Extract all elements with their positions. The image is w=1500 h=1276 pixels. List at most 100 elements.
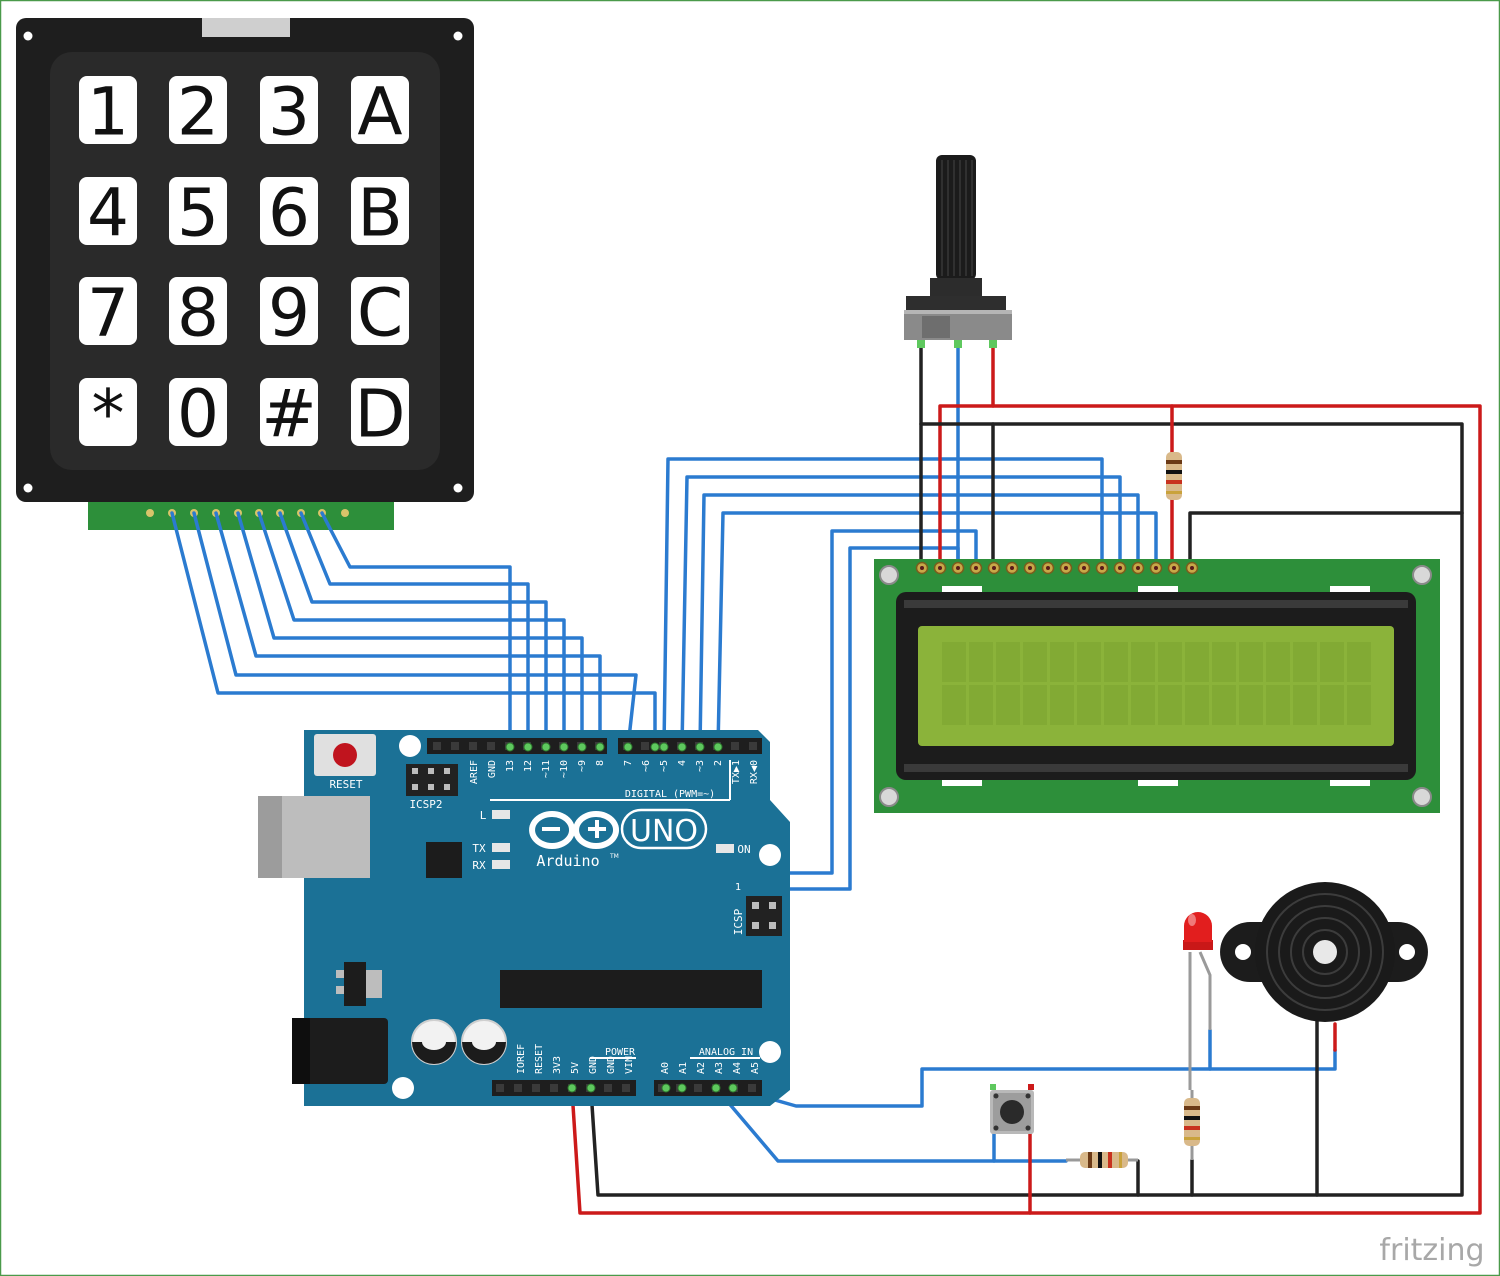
power-pin-label: RESET <box>534 1044 545 1074</box>
digital-pin-label: 13 <box>505 760 516 772</box>
lcd-cell <box>969 685 993 725</box>
keypad-key[interactable]: 1 <box>79 74 137 151</box>
potentiometer <box>904 155 1012 348</box>
keypad-mount-hole <box>23 483 33 493</box>
keypad-key-cap <box>169 277 227 345</box>
red-led <box>1183 912 1213 1090</box>
lcd-cell <box>1050 642 1074 682</box>
wires <box>170 343 1482 1215</box>
keypad-key-label: * <box>92 376 125 453</box>
icsp-header <box>746 896 782 936</box>
wire-endpoints <box>505 742 738 1093</box>
pin-connection <box>523 742 533 752</box>
trademark-label: TM <box>609 853 619 860</box>
lcd-cell <box>1266 685 1290 725</box>
keypad-key-cap <box>260 378 318 446</box>
keypad-key-cap <box>79 277 137 345</box>
digital-pin-label: ~10 <box>559 760 570 778</box>
keypad-key[interactable]: 4 <box>79 175 137 252</box>
digital-header-low <box>618 738 762 754</box>
lcd-cell <box>1023 685 1047 725</box>
lcd-cell <box>969 642 993 682</box>
keypad-mount-hole <box>453 483 463 493</box>
keypad-key[interactable]: 2 <box>169 74 227 151</box>
analog-pin-label: A2 <box>696 1062 707 1074</box>
digital-pin-label: AREF <box>469 760 480 784</box>
lcd-cell <box>1158 642 1182 682</box>
keypad-key-cap <box>79 378 137 446</box>
keypad-mount-hole <box>23 31 33 41</box>
icsp2-label: ICSP2 <box>409 798 442 811</box>
keypad-key-cap <box>169 76 227 144</box>
push-button <box>990 1084 1034 1134</box>
digital-pin-label: 2 <box>713 760 724 766</box>
lcd-cell <box>1266 642 1290 682</box>
digital-pin <box>469 742 477 750</box>
analog-pin <box>694 1084 702 1092</box>
keypad-key[interactable]: 8 <box>169 275 227 352</box>
pin-connection <box>567 1083 577 1093</box>
analog-pin-label: A0 <box>660 1062 671 1074</box>
lcd-cell <box>1212 685 1236 725</box>
keypad-key-label: 6 <box>268 175 310 252</box>
keypad-key-cap <box>351 277 409 345</box>
lcd-cell <box>1158 685 1182 725</box>
led-rx-label: RX <box>472 859 486 872</box>
power-pin-label: GND <box>588 1056 599 1074</box>
dc-jack <box>292 1018 388 1084</box>
power-header <box>492 1080 636 1096</box>
keypad-key[interactable]: 9 <box>260 275 318 352</box>
keypad-top-tab <box>202 18 290 37</box>
icsp2-header <box>406 764 458 796</box>
fritzing-watermark: fritzing <box>1379 1233 1484 1268</box>
keypad-key[interactable]: # <box>260 376 318 453</box>
keypad-key[interactable]: D <box>351 376 409 453</box>
keypad-key[interactable]: 0 <box>169 376 227 453</box>
analog-label: ANALOG IN <box>699 1047 753 1058</box>
analog-pin-label: A1 <box>678 1062 689 1074</box>
keypad-key[interactable]: 7 <box>79 275 137 352</box>
keypad-key-cap <box>260 277 318 345</box>
usb-chip <box>426 842 462 878</box>
power-pin-label: VIN <box>624 1056 635 1074</box>
keypad-key-cap <box>260 177 318 245</box>
led-tx <box>492 843 510 852</box>
lcd-cell <box>1347 642 1371 682</box>
keypad-key[interactable]: 5 <box>169 175 227 252</box>
keypad-key[interactable]: A <box>351 74 409 151</box>
led-rx <box>492 860 510 869</box>
digital-pin-label: ~6 <box>641 760 652 772</box>
pin-connection <box>577 742 587 752</box>
lcd-cell <box>1293 642 1317 682</box>
keypad-key-label: 0 <box>177 376 219 453</box>
lcd-16x2 <box>874 559 1440 813</box>
pot-body <box>904 310 1012 340</box>
power-pin <box>532 1084 540 1092</box>
lcd-cell <box>942 685 966 725</box>
keypad-key-cap <box>260 76 318 144</box>
power-pin <box>514 1084 522 1092</box>
keypad-key[interactable]: C <box>351 275 409 352</box>
keypad-key[interactable]: B <box>351 175 409 252</box>
keypad-key[interactable]: * <box>79 376 137 453</box>
keypad-wires <box>170 511 657 749</box>
icsp-pin-one: 1 <box>735 882 741 893</box>
keypad-key[interactable]: 6 <box>260 175 318 252</box>
keypad-key-label: B <box>357 175 402 252</box>
lcd-cell <box>1131 685 1155 725</box>
digital-pin <box>641 742 649 750</box>
keypad-key-label: 5 <box>177 175 219 252</box>
keypad-key-label: D <box>355 376 406 453</box>
lcd-cell <box>1239 685 1263 725</box>
pin-connection <box>695 742 705 752</box>
pin-connection <box>728 1083 738 1093</box>
analog-pin-label: A3 <box>714 1062 725 1074</box>
keypad-key-cap <box>351 76 409 144</box>
keypad-key-label: C <box>357 275 403 352</box>
digital-pin <box>749 742 757 750</box>
keypad-key[interactable]: 3 <box>260 74 318 151</box>
brand-label: Arduino <box>536 852 599 870</box>
